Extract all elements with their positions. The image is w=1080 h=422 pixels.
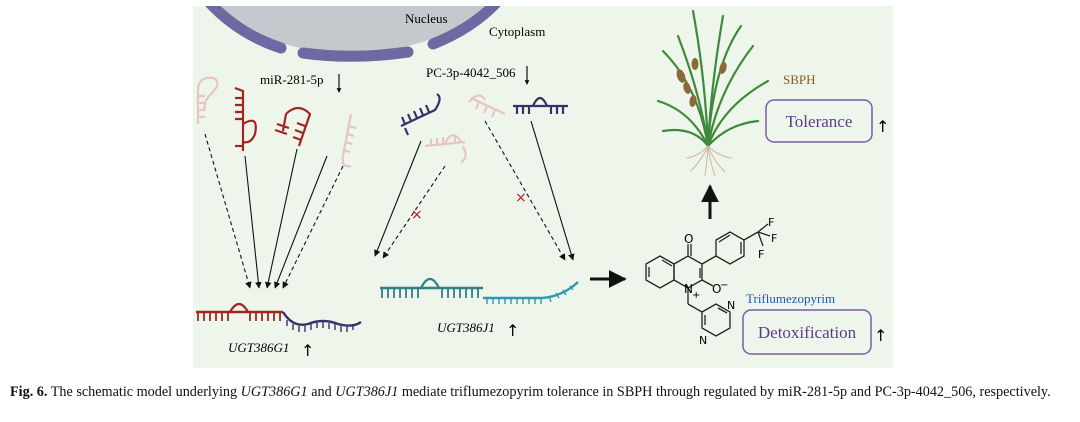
pc3p-pale-2 — [424, 134, 467, 163]
pc3p-arrows — [374, 120, 575, 261]
sbph-label: SBPH — [783, 72, 816, 87]
ugt386j1-mrna — [380, 277, 579, 304]
pc3p-label: PC-3p-4042_506 — [426, 65, 516, 80]
atom-f-2: F — [771, 232, 777, 245]
atom-minus-sign: − — [720, 280, 728, 291]
ugt386g1-up-arrow: ↑ — [301, 341, 314, 360]
ugt386j1-up-arrow: ↑ — [506, 321, 519, 340]
pc3p-molecules — [400, 93, 568, 163]
tolerance-up-arrow: ↑ — [876, 117, 889, 136]
detoxification-up-arrow: ↑ — [874, 326, 887, 345]
caption-text-1: The schematic model underlying — [47, 384, 241, 400]
ugt386j1-label: UGT386J1 — [437, 320, 495, 335]
mir-281-label: miR-281-5p — [260, 72, 324, 87]
atom-o-minus: O — [712, 282, 721, 296]
caption-text-3: mediate triflumezopyrim tolerance in SBP… — [398, 384, 1051, 400]
atom-n-pyrimidine-1: N — [727, 299, 735, 312]
diagram-panel: Nucleus Cytoplasm miR-281-5p PC-3p-4042_… — [193, 6, 893, 368]
pc3p-dark-2 — [513, 96, 568, 114]
block-cross-1: × — [411, 207, 423, 223]
triflumezopyrim-label: Triflumezopyrim — [746, 291, 835, 306]
nucleus — [205, 6, 501, 62]
mirna-red-2 — [274, 106, 312, 147]
tolerance-box — [765, 99, 873, 143]
mir-281-molecules — [196, 76, 357, 168]
cytoplasm-label: Cytoplasm — [489, 24, 545, 39]
atom-plus-sign: + — [692, 290, 700, 301]
atom-n-pyrimidine-2: N — [699, 334, 707, 347]
ugt386g1-mrna — [196, 302, 362, 332]
rice-plant-icon — [656, 9, 770, 177]
detoxification-label: Detoxification — [758, 323, 857, 342]
mirna-pale-1 — [196, 76, 219, 124]
ugt386g1-label: UGT386G1 — [228, 340, 289, 355]
caption-gene-2: UGT386J1 — [335, 384, 399, 400]
caption-fig-number: Fig. 6. — [10, 384, 48, 400]
pc3p-pale-1 — [468, 94, 506, 118]
mir-281-arrows — [204, 133, 344, 289]
atom-o-top: O — [684, 232, 693, 246]
caption-text-2: and — [307, 384, 336, 400]
nucleus-label: Nucleus — [405, 11, 448, 26]
mirna-red-1 — [234, 86, 257, 151]
block-cross-2: × — [515, 190, 527, 206]
atom-f-1: F — [768, 216, 774, 229]
pc3p-dark-1 — [400, 93, 441, 136]
atom-f-3: F — [758, 248, 764, 261]
figure-caption: Fig. 6. The schematic model underlying U… — [10, 383, 1072, 402]
atom-n-plus: N — [684, 282, 693, 296]
detoxification-box — [742, 309, 872, 355]
tolerance-label: Tolerance — [786, 112, 853, 131]
schematic-diagram: Nucleus Cytoplasm miR-281-5p PC-3p-4042_… — [196, 6, 889, 360]
caption-gene-1: UGT386G1 — [240, 384, 308, 400]
triflumezopyrim-structure — [645, 223, 771, 337]
mirna-pale-2 — [341, 113, 357, 168]
